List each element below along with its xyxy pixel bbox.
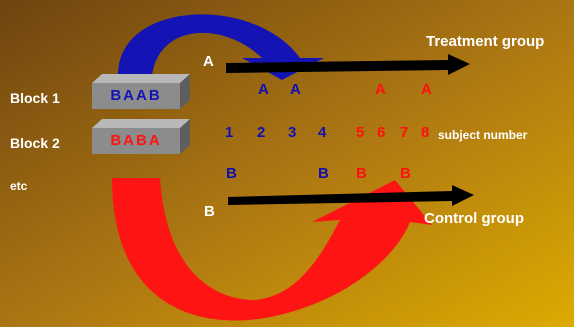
block-1-sequence: BAAB [110, 87, 162, 104]
treatment-assignment: A [290, 81, 301, 98]
subject-number: 3 [288, 124, 297, 141]
treatment-assignment: A [258, 81, 269, 98]
treatment-arrow [226, 54, 470, 75]
subject-number: 4 [318, 124, 327, 141]
block-2-box [92, 119, 190, 154]
treatment-group-label: Treatment group [426, 33, 545, 50]
etc-label: etc [10, 179, 28, 193]
control-assignment: B [226, 165, 237, 182]
subject-number: 7 [400, 124, 409, 141]
subject-number: 6 [377, 124, 386, 141]
treatment-assignment: A [375, 81, 386, 98]
subject-number: 2 [257, 124, 266, 141]
subject-number-label: subject number [438, 128, 528, 142]
block-2-label: Block 2 [10, 135, 60, 151]
block-1-label: Block 1 [10, 90, 60, 106]
subject-number: 5 [356, 124, 365, 141]
block-1-box [92, 74, 190, 109]
treatment-assignment: A [421, 81, 432, 98]
control-group-label: Control group [424, 210, 524, 227]
block-2-sequence: BABA [110, 132, 162, 149]
arrow-b-label: B [204, 203, 215, 220]
red-curved-arrow [112, 178, 432, 321]
control-assignment: B [318, 165, 329, 182]
control-assignment: B [356, 165, 367, 182]
subject-number: 1 [225, 124, 234, 141]
subject-number: 8 [421, 124, 430, 141]
control-assignment: B [400, 165, 411, 182]
arrow-a-label: A [203, 53, 214, 70]
control-arrow [228, 185, 474, 206]
